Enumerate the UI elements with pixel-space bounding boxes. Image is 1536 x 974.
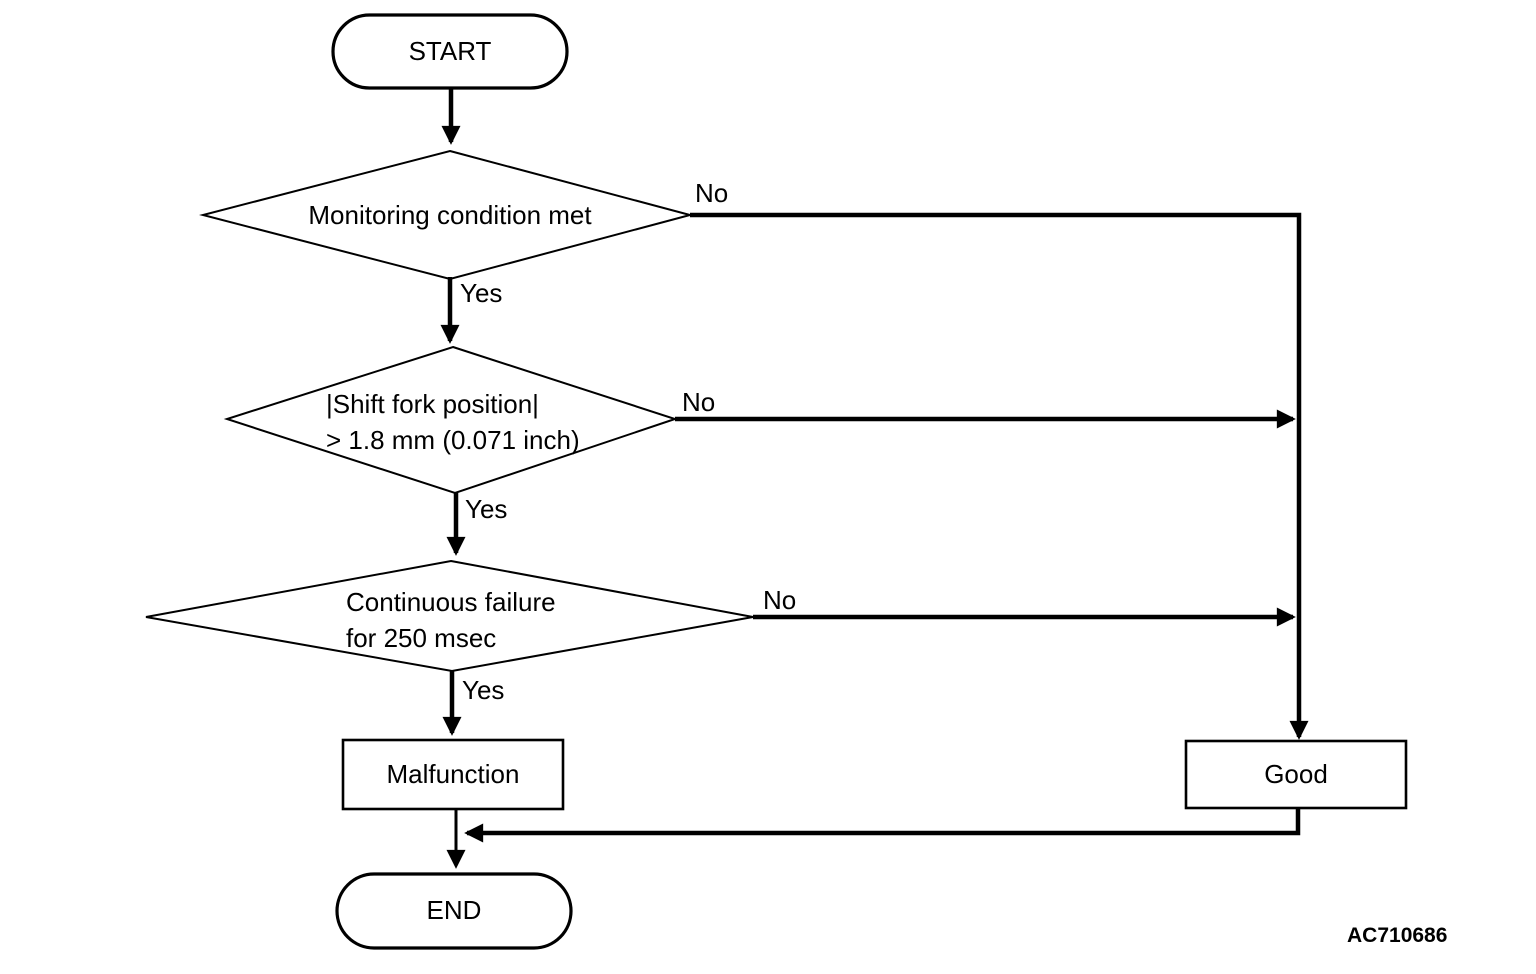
end-terminator-label: END: [426, 895, 482, 926]
good-box-shape: [1184, 739, 1408, 810]
edge-label-monitoring-no: No: [695, 178, 729, 208]
edge-label-continuous-no: No: [763, 585, 797, 615]
start-terminator-label: START: [408, 35, 492, 66]
figure-code: AC710686: [1347, 924, 1448, 947]
edge-label-continuous-yes: Yes: [462, 675, 505, 705]
decision-shift-fork-shape: [223, 345, 679, 495]
decision-continuous-failure-label-line2: for 250 msec: [346, 623, 497, 653]
edge-label-shift-fork-no: No: [682, 387, 716, 417]
decision-shift-fork-label: |Shift fork position| > 1.8 mm (0.071 in…: [326, 386, 580, 458]
decision-monitoring-shape: [199, 149, 694, 281]
decision-shift-fork-label-line1: |Shift fork position|: [326, 389, 539, 419]
edge-label-shift-fork-yes: Yes: [465, 494, 508, 524]
start-terminator-shape: [331, 13, 569, 90]
edge-monitoring-no-to-good: [690, 212, 1309, 740]
edge-good-to-end: [464, 808, 1301, 843]
malfunction-box-shape: [341, 738, 565, 811]
decision-monitoring-label: Monitoring condition met: [308, 200, 592, 231]
decision-continuous-failure-label: Continuous failure for 250 msec: [346, 584, 556, 656]
decision-continuous-failure-label-line1: Continuous failure: [346, 587, 556, 617]
end-terminator-shape: [335, 872, 573, 950]
decision-shift-fork-label-line2: > 1.8 mm (0.071 inch): [326, 425, 580, 455]
malfunction-box-label: Malfunction: [386, 758, 520, 789]
decision-continuous-failure-shape: [145, 559, 754, 673]
good-box-label: Good: [1264, 758, 1328, 789]
edge-label-monitoring-yes: Yes: [460, 278, 503, 308]
